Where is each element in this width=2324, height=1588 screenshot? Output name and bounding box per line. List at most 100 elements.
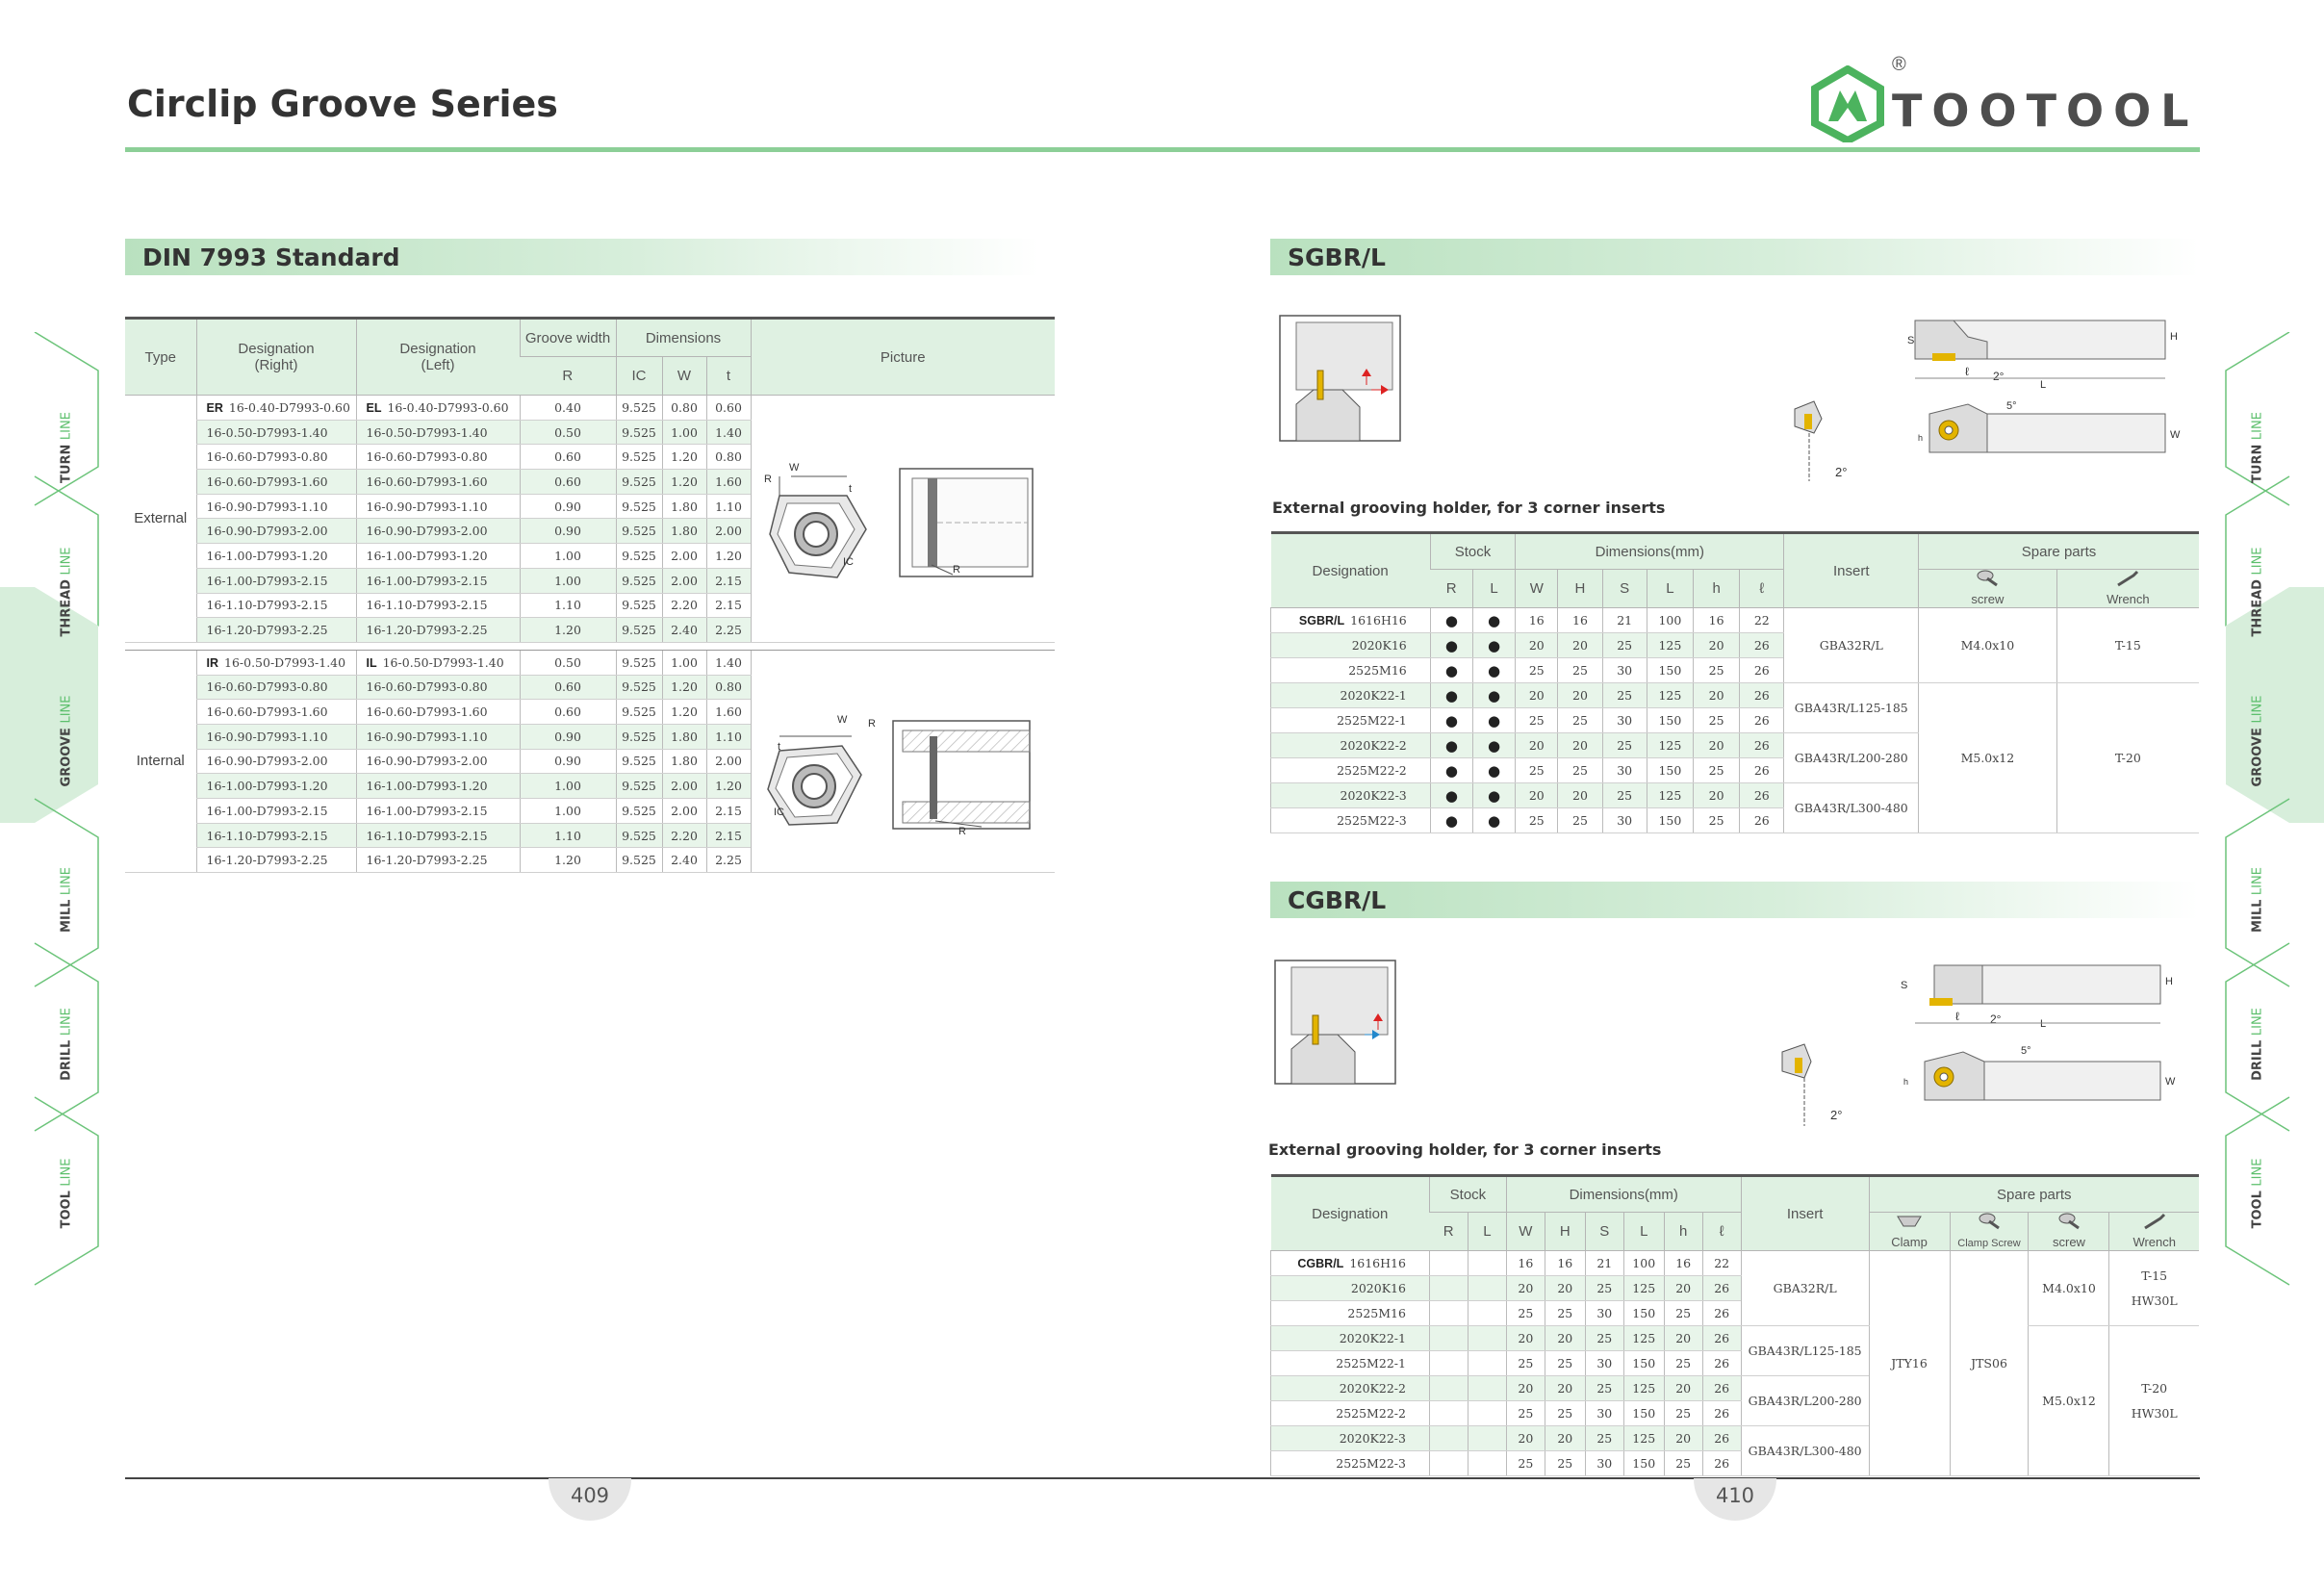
dim-ll: 26 [1739, 782, 1784, 808]
tab-mill-line-right[interactable]: MILL LINE [2250, 867, 2265, 933]
dim-L: 125 [1622, 1375, 1665, 1401]
stock-r [1428, 1425, 1468, 1451]
designation-left: 16-0.60-D7993-0.80 [355, 675, 520, 701]
designation-left: 16-1.10-D7993-2.15 [355, 593, 520, 619]
tab-mill-line[interactable]: MILL LINE [59, 867, 74, 933]
dim-ll: 26 [1701, 1375, 1742, 1401]
footer-rule [125, 1477, 2200, 1479]
designation-left: 16-0.90-D7993-2.00 [355, 749, 520, 775]
designation-right: 16-1.20-D7993-2.25 [195, 617, 356, 643]
sgbr-section-title: SGBR/L [1288, 243, 1386, 271]
tab-groove-line-right[interactable]: GROOVE LINE [2250, 695, 2265, 787]
col-des-left: Designation (Left) [355, 318, 520, 396]
cgbr-section-bar: CGBR/L [1270, 882, 2199, 918]
tab-tool-line[interactable]: TOOL LINE [59, 1158, 74, 1229]
screw-cell: M4.0x10 [1918, 607, 2057, 683]
stock-l: ● [1471, 782, 1516, 808]
dim-ll: 26 [1739, 757, 1784, 783]
cell-w: 2.20 [661, 593, 706, 619]
designation-right: 16-0.60-D7993-1.60 [195, 469, 356, 495]
svg-text:t: t [849, 483, 852, 495]
sg-col-spare: Spare parts [1918, 532, 2199, 570]
cell-w: 1.80 [661, 749, 706, 775]
svg-text:W: W [789, 462, 800, 474]
stock-l [1467, 1375, 1507, 1401]
cell-r: 0.60 [519, 699, 616, 725]
designation: 2020K22-1 [1270, 682, 1431, 708]
designation-right: 16-1.00-D7993-1.20 [195, 773, 356, 799]
stock-r: ● [1429, 682, 1473, 708]
cell-r: 1.00 [519, 543, 616, 569]
col-groove-width: Groove width [519, 318, 616, 357]
tab-thread-line[interactable]: THREAD LINE [59, 547, 74, 637]
dim-W: 25 [1505, 1400, 1545, 1426]
designation: 2525M16 [1270, 657, 1431, 683]
tab-thread-line-right[interactable]: THREAD LINE [2250, 547, 2265, 637]
designation-right: 16-1.00-D7993-1.20 [195, 543, 356, 569]
cell-t: 2.15 [705, 823, 751, 849]
cell-w: 1.20 [661, 675, 706, 701]
designation-left: 16-1.00-D7993-2.15 [355, 798, 520, 824]
dim-h: 16 [1692, 607, 1740, 633]
col-des-right: Designation (Right) [195, 318, 356, 396]
cell-w: 1.80 [661, 518, 706, 545]
tab-drill-line-right[interactable]: DRILL LINE [2250, 1008, 2265, 1081]
clamp-icon [1897, 1216, 1922, 1227]
svg-text:R: R [868, 718, 876, 730]
stock-l: ● [1471, 632, 1516, 658]
tab-tool-line-right[interactable]: TOOL LINE [2250, 1158, 2265, 1229]
dim-ll: 26 [1739, 707, 1784, 733]
dim-h: 25 [1692, 707, 1740, 733]
tab-groove-line[interactable]: GROOVE LINE [59, 695, 74, 787]
svg-text:IC: IC [843, 556, 854, 568]
dim-W: 20 [1505, 1425, 1545, 1451]
cell-ic: 9.525 [615, 395, 662, 421]
sg-col-wrench: Wrench [2056, 569, 2199, 608]
tab-turn-line-right[interactable]: TURN LINE [2250, 412, 2265, 483]
cgbr-subtitle: External grooving holder, for 3 corner i… [1268, 1140, 1662, 1159]
dim-L: 150 [1622, 1400, 1665, 1426]
cell-ic: 9.525 [615, 847, 662, 874]
screw-icon [1977, 570, 1999, 587]
cell-w: 2.00 [661, 568, 706, 594]
stock-r [1428, 1250, 1468, 1276]
svg-text:W: W [837, 714, 848, 726]
cell-t: 2.15 [705, 593, 751, 619]
sg-col-screw: screw [1918, 569, 2057, 608]
cell-ic: 9.525 [615, 420, 662, 446]
stock-r [1428, 1400, 1468, 1426]
cell-ic: 9.525 [615, 724, 662, 750]
designation-right: 16-1.10-D7993-2.15 [195, 593, 356, 619]
tab-turn-line[interactable]: TURN LINE [59, 412, 74, 483]
dim-ll: 26 [1701, 1400, 1742, 1426]
sgbr-tool-drawing: 2° S H ℓ 2° L 5° h W [1279, 315, 2181, 481]
designation-right: 16-0.50-D7993-1.40 [195, 420, 356, 446]
sg-col-r: R [1430, 569, 1473, 608]
cell-w: 1.20 [661, 699, 706, 725]
cg-col-s: S [1584, 1212, 1624, 1251]
cell-t: 2.25 [705, 847, 751, 874]
external-insert-drawing: R W t IC R [764, 462, 1034, 578]
cell-ic: 9.525 [615, 749, 662, 775]
dim-h: 25 [1663, 1350, 1703, 1376]
dim-L: 150 [1646, 707, 1694, 733]
designation-right: 16-1.00-D7993-2.15 [195, 798, 356, 824]
dim-h: 16 [1663, 1250, 1703, 1276]
cell-r: 0.50 [519, 420, 616, 446]
cell-t: 1.10 [705, 724, 751, 750]
dim-L: 150 [1646, 657, 1694, 683]
stock-r: ● [1429, 782, 1473, 808]
designation: 2020K16 [1270, 632, 1431, 658]
cg-col-hh: h [1663, 1212, 1703, 1251]
stock-r [1428, 1300, 1468, 1326]
cg-col-spare: Spare parts [1868, 1175, 2199, 1213]
svg-text:S: S [1901, 980, 1907, 991]
sgbr-table: Designation Stock Dimensions(mm) Insert … [1270, 531, 2199, 833]
cell-t: 1.40 [705, 650, 751, 676]
tab-drill-line[interactable]: DRILL LINE [59, 1008, 74, 1081]
